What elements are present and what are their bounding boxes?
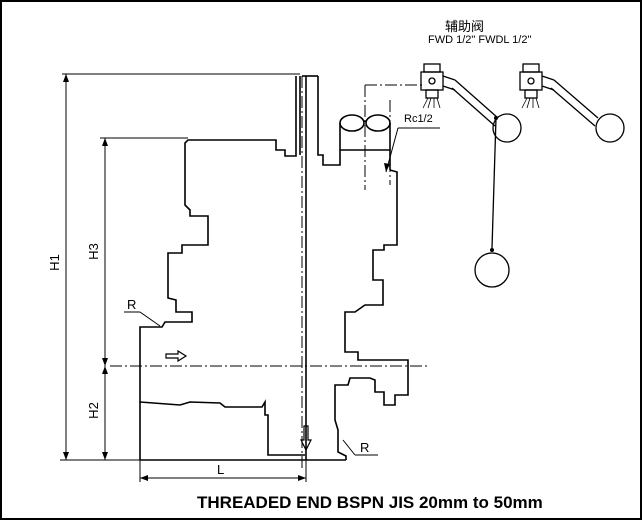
port-label: Rc1/2 [404,113,433,125]
center-lines [110,76,430,470]
aux-valve-1 [420,63,522,288]
dim-l: L [217,462,225,477]
aux-valve-label: 辅助阀 [445,20,485,35]
flow-arrows [165,349,312,452]
aux-valve-2 [519,63,625,143]
valve-body-outline [139,75,409,461]
dim-h2: H2 [85,402,101,419]
drawing-title: THREADED END BSPN JIS 20mm to 50mm [197,493,543,512]
dim-h1: H1 [46,254,62,271]
dim-h3: H3 [85,243,101,260]
radius-upper-label: R [127,297,137,312]
radius-lower-label: R [360,440,370,455]
dimension-lines [60,73,440,482]
aux-valve-1-pivot [490,116,498,252]
dimension-arrows [63,74,390,481]
aux-valve-models: FWD 1/2" FWDL 1/2" [428,34,532,46]
